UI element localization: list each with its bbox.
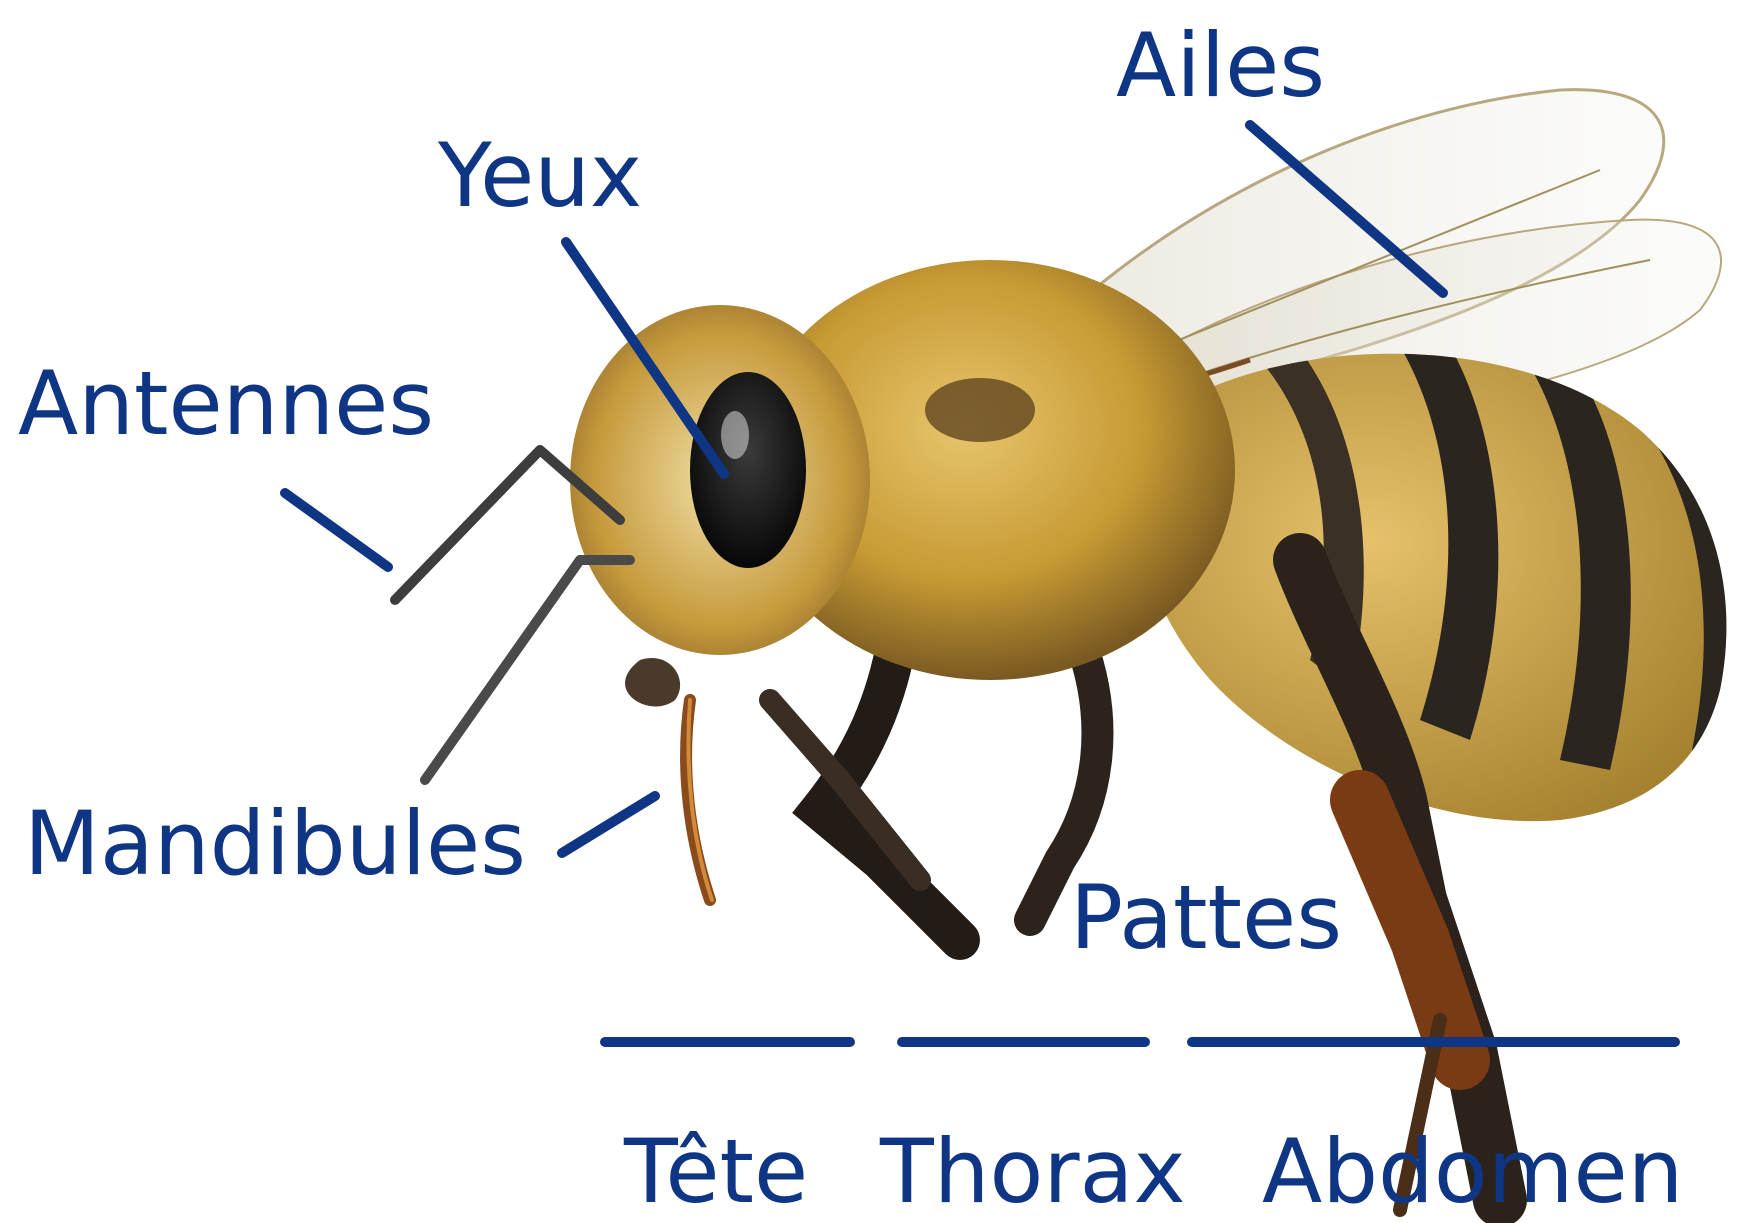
label-yeux: Yeux [438, 132, 642, 220]
segment-label-abdomen: Abdomen [1262, 1128, 1683, 1216]
thorax-shadow [925, 378, 1035, 442]
label-ailes: Ailes [1116, 22, 1325, 110]
abdomen [1134, 330, 1738, 821]
pointer-mandibules [562, 796, 655, 853]
label-pattes: Pattes [1070, 874, 1342, 962]
pointer-antennes [285, 493, 388, 567]
compound-eye [690, 372, 806, 568]
label-mandibules: Mandibules [24, 800, 526, 888]
antenna [425, 560, 630, 780]
eye-highlight [721, 411, 749, 459]
label-antennes: Antennes [18, 360, 434, 448]
segment-label-thorax: Thorax [880, 1128, 1186, 1216]
mandible [625, 658, 680, 706]
segment-label-tete: Tête [624, 1128, 808, 1216]
